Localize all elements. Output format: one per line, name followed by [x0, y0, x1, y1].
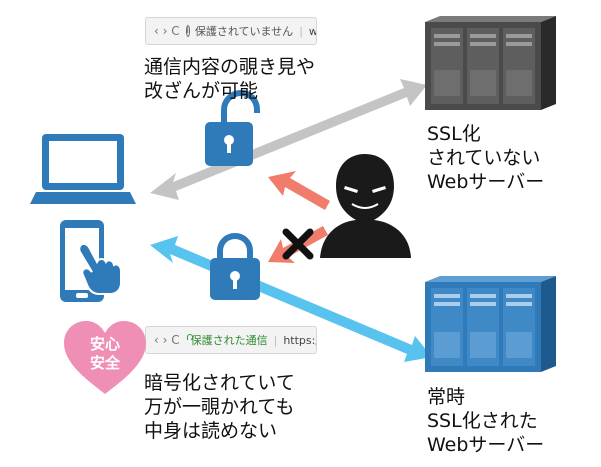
browser-nav-buttons: ‹ › C — [154, 24, 180, 38]
label-line: 万が一覗かれても — [144, 396, 295, 418]
badge-line: 安心 — [89, 335, 120, 353]
secure-server-icon — [425, 276, 556, 372]
badge-line: 安全 — [89, 354, 120, 372]
secure-server-label: 常時 SSL化された Webサーバー — [427, 385, 544, 457]
laptop-icon — [30, 134, 136, 204]
browser-nav-buttons: ‹ › C — [154, 333, 180, 347]
blocked-x-icon — [282, 228, 314, 260]
info-icon: i — [185, 25, 190, 37]
divider: | — [273, 333, 278, 347]
hacker-icon — [320, 154, 411, 258]
label-line: SSL化された — [427, 410, 538, 432]
label-line: 通信内容の覗き見や — [144, 56, 316, 78]
safety-badge-text: 安心 安全 — [72, 335, 138, 373]
label-line: Webサーバー — [427, 171, 545, 193]
secure-status-text: 保護された通信 — [190, 334, 268, 347]
insecure-status-text: 保護されていません — [194, 25, 294, 38]
insecure-address-bar: ‹ › C i 保護されていません | www.s — [145, 17, 317, 45]
closed-padlock-icon — [210, 232, 260, 300]
hand-icon — [78, 242, 122, 295]
label-line: 暗号化されていて — [144, 372, 295, 394]
secure-url-text: https:// — [283, 333, 316, 347]
divider: | — [299, 24, 303, 38]
heart-badge-icon — [64, 321, 146, 394]
label-line: されていない — [427, 147, 541, 169]
insecure-server-icon — [425, 16, 556, 110]
secure-benefit-label: 暗号化されていて 万が一覗かれても 中身は読めない — [144, 371, 295, 443]
insecure-connection-arrow — [150, 79, 427, 200]
label-line: 中身は読めない — [144, 420, 278, 442]
attack-arrow-success — [268, 171, 330, 210]
insecure-server-label: SSL化 されていない Webサーバー — [427, 122, 544, 194]
label-line: 改ざんが可能 — [144, 80, 259, 102]
label-line: Webサーバー — [427, 434, 545, 456]
label-line: 常時 — [427, 386, 466, 408]
label-line: SSL化 — [427, 123, 481, 145]
open-padlock-icon — [205, 89, 260, 166]
insecure-risk-label: 通信内容の覗き見や 改ざんが可能 — [144, 55, 315, 103]
insecure-url-text: www.s — [309, 25, 316, 38]
secure-address-bar: ‹ › C 保護された通信 | https:// — [145, 326, 317, 354]
